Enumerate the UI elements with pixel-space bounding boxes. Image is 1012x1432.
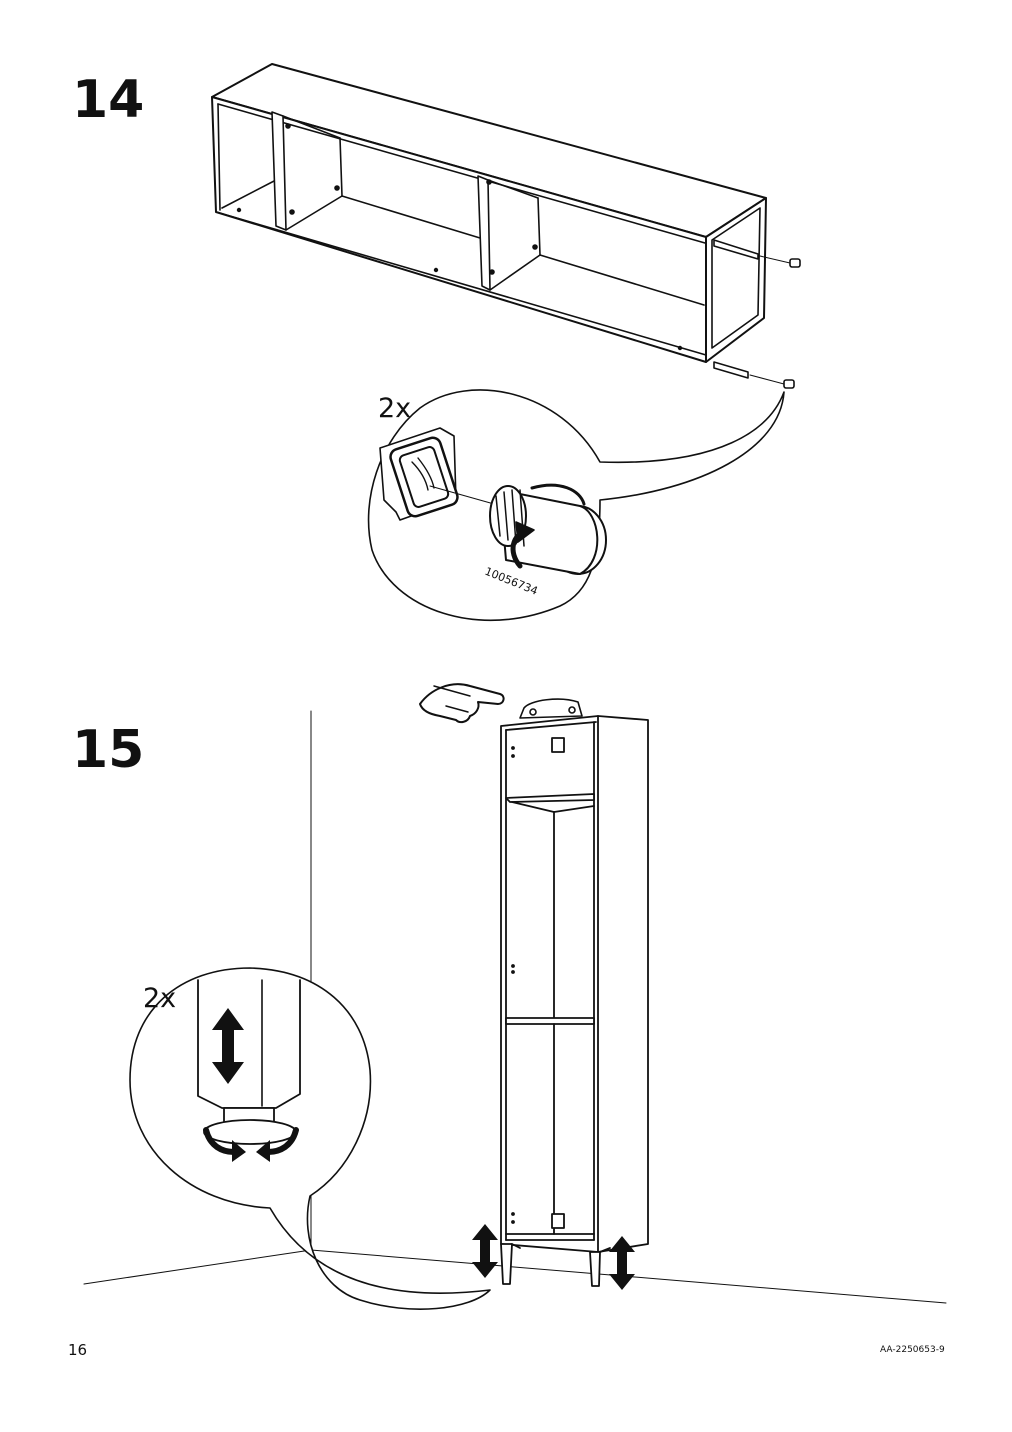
step-15-quantity: 2x xyxy=(143,983,177,1014)
page-number: 16 xyxy=(68,1341,88,1359)
document-code: AA-2250653-9 xyxy=(880,1345,945,1355)
step-14-number: 14 xyxy=(72,70,145,130)
up-down-arrow-icon xyxy=(472,1224,635,1290)
step14-detail-callout: 10056734 xyxy=(367,389,785,621)
hand-pointing-icon xyxy=(419,683,505,724)
step15-detail-callout xyxy=(129,967,491,1310)
leveling-foot-part xyxy=(489,483,607,575)
step-15-number: 15 xyxy=(72,720,145,780)
wall-bracket xyxy=(519,698,583,719)
rotate-arrows-icon xyxy=(203,1127,299,1162)
step14-cabinet xyxy=(211,63,801,389)
step-14-quantity: 2x xyxy=(378,393,412,424)
step15-cabinet xyxy=(500,715,649,1287)
